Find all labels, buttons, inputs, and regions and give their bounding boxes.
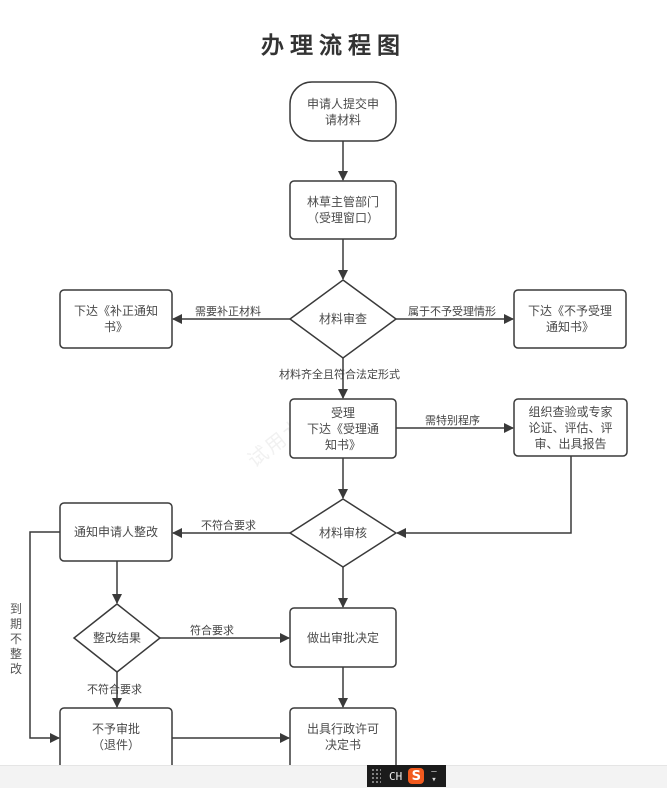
edge-label-not-meet: 不符合要求 — [201, 519, 256, 532]
node-deny-line: （退件） — [91, 738, 140, 752]
node-dept-line: （受理窗口） — [306, 211, 379, 225]
node-reject-line: 通知书》 — [545, 320, 594, 334]
edge-label-special-needed: 需特别程序 — [425, 414, 480, 427]
node-accept-line: 知书》 — [324, 437, 361, 452]
node-special-line: 论证、评估、评 — [528, 420, 613, 435]
node-decision: 做出审批决定 — [306, 630, 379, 645]
node-start-line: 请材料 — [324, 112, 361, 127]
edge-label-overdue: 到期不整改 — [9, 602, 22, 676]
node-supplement-notice: 下达《补正通知书》 — [60, 290, 172, 348]
edge-special-review — [396, 456, 572, 538]
node-reject-notice: 下达《不予受理通知书》 — [514, 290, 626, 348]
node-dept-line: 林草主管部门 — [306, 195, 379, 209]
node-accept-line: 受理 — [330, 405, 355, 420]
edge-notify-overdue-deny — [29, 531, 60, 743]
node-notify-rectify: 通知申请人整改 — [73, 525, 158, 539]
node-supplement-line: 下达《补正通知 — [73, 304, 158, 318]
edge-label-meets: 符合要求 — [190, 624, 234, 637]
node-accept: 受理下达《受理通知书》 — [290, 399, 396, 458]
node-deny: 不予审批 （退件） — [60, 708, 172, 766]
node-supplement-line: 书》 — [103, 320, 128, 334]
node-reject-line: 下达《不予受理 — [527, 304, 612, 318]
node-rectify-result: 整改结果 — [92, 631, 141, 645]
node-deny-line: 不予审批 — [91, 722, 140, 736]
bottom-bar — [0, 765, 667, 788]
node-issue-line: 决定书 — [324, 738, 361, 752]
ime-toolbar[interactable]: CH S –▾ — [367, 765, 446, 787]
node-reject-notice-shape — [513, 289, 627, 349]
node-start-line: 申请人提交申 — [306, 96, 379, 111]
node-special-line: 组织查验或专家 — [528, 404, 613, 419]
node-accept-line: 下达《受理通 — [306, 421, 379, 436]
node-issue-line: 出具行政许可 — [306, 722, 379, 736]
edge-label-not-acceptable: 属于不予受理情形 — [408, 305, 496, 318]
sogou-logo-icon[interactable]: S — [408, 768, 425, 784]
drag-handle-icon[interactable] — [371, 768, 381, 784]
ime-menu-icon[interactable]: –▾ — [431, 767, 437, 785]
edge-label-not-meet-2: 不符合要求 — [87, 683, 142, 696]
node-special-procedure: 组织查验或专家论证、评估、评审、出具报告 — [514, 399, 627, 456]
node-issue-permit: 出具行政许可决定书 — [290, 708, 396, 766]
diagram-title: 办理流程图 — [261, 33, 406, 59]
node-start: 申请人提交申请材料 — [290, 82, 396, 141]
ime-language[interactable]: CH — [389, 769, 403, 783]
node-dept: 林草主管部门 （受理窗口） — [290, 181, 396, 239]
node-check-materials: 材料审查 — [318, 312, 367, 326]
edge-label-complete-legal: 材料齐全且符合法定形式 — [279, 368, 400, 381]
node-special-line: 审、出具报告 — [534, 436, 607, 451]
edge-label-need-supplement: 需要补正材料 — [195, 305, 261, 318]
node-review: 材料审核 — [318, 526, 367, 540]
